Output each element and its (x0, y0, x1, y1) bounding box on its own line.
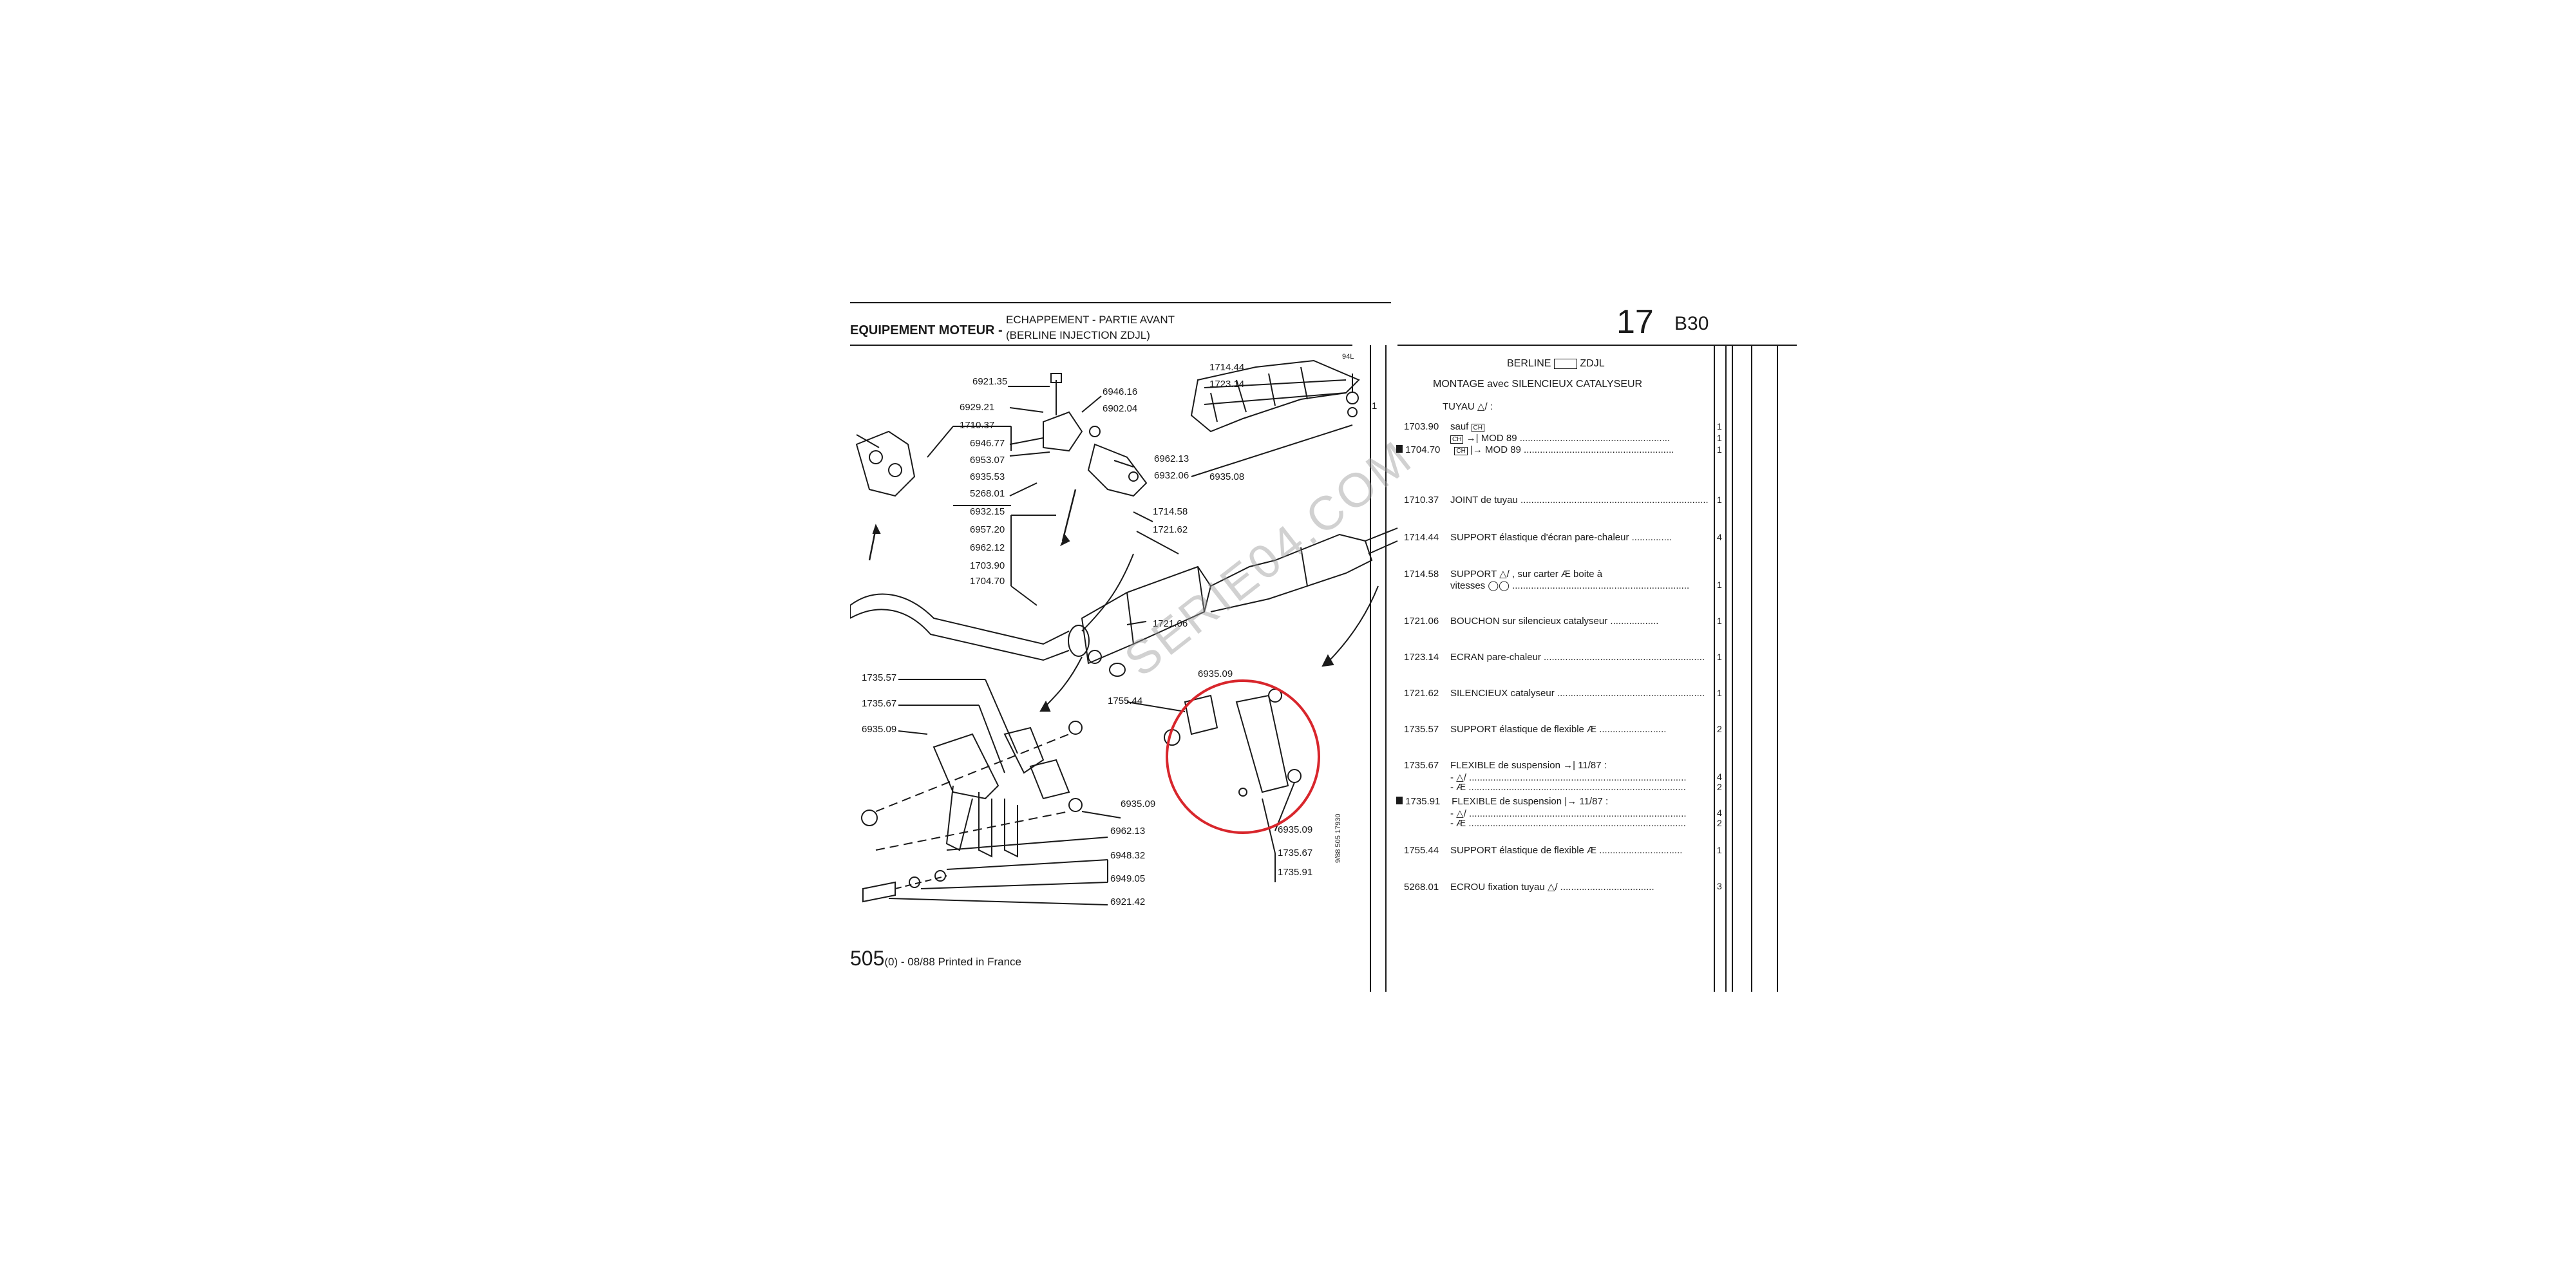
callout-label: 1704.70 (970, 576, 1005, 587)
parts-title-line1: BERLINE ZDJL (1507, 358, 1605, 369)
subtitle-line2: (BERLINE INJECTION ZDJL) (1006, 329, 1150, 341)
parts-index: 1 (1372, 401, 1378, 412)
arrow-symbol-icon: △/ (1477, 401, 1488, 412)
callout-label: 6935.09 (1278, 824, 1313, 835)
callout-label: 1755.44 (1108, 696, 1143, 706)
row-qty: 4 (1717, 808, 1722, 818)
row-qty: 1 (1717, 688, 1722, 698)
exhaust-diagram (850, 302, 1797, 992)
row-qty: 1 (1717, 433, 1722, 443)
drawing-code: 9/88 505 17930 (1334, 813, 1342, 863)
callout-label: 6962.12 (970, 542, 1005, 553)
section-code: B30 (1674, 313, 1709, 334)
callout-label: 6902.04 (1103, 403, 1138, 414)
catalog-page: EQUIPEMENT MOTEUR - ECHAPPEMENT - PARTIE… (850, 283, 1797, 992)
table-row-sub: - Æ ....................................… (1450, 818, 1686, 829)
callout-label: 1735.67 (862, 698, 897, 709)
callout-label: 6948.32 (1110, 850, 1146, 861)
revision-mark (1396, 445, 1403, 453)
callout-label: 1721.06 (1153, 618, 1188, 629)
row-qty: 1 (1717, 444, 1722, 455)
callout-label: 1721.62 (1153, 524, 1188, 535)
row-qty: 2 (1717, 782, 1722, 792)
row-qty: 4 (1717, 772, 1722, 782)
callout-label: 6946.16 (1103, 386, 1138, 397)
row-qty: 2 (1717, 818, 1722, 828)
row-qty: 1 (1717, 495, 1722, 505)
engine-symbol-icon (1553, 358, 1577, 369)
callout-label: 6929.21 (960, 402, 995, 413)
corner-code: 94L (1342, 353, 1354, 361)
row-qty: 1 (1717, 845, 1722, 855)
callout-label: 1723.14 (1209, 379, 1245, 390)
model-number: 505 (850, 947, 885, 970)
callout-label: 1735.57 (862, 672, 897, 683)
callout-label: 6935.09 (1121, 799, 1156, 810)
parts-title-line2: MONTAGE avec SILENCIEUX CATALYSEUR (1433, 379, 1643, 390)
callout-label: 6932.15 (970, 506, 1005, 517)
subtitle-line1: ECHAPPEMENT - PARTIE AVANT (1006, 314, 1175, 326)
tuyau-label: TUYAU △/ : (1443, 401, 1493, 412)
callout-label: 6921.35 (972, 376, 1008, 387)
row-qty: 1 (1717, 580, 1722, 590)
callout-label: 6935.09 (862, 724, 897, 735)
callout-label: 1703.90 (970, 560, 1005, 571)
table-row-sub: - △/ ...................................… (1450, 808, 1687, 819)
row-qty: 3 (1717, 881, 1722, 891)
callout-label: 5268.01 (970, 488, 1005, 499)
table-row-sub: - △/ ...................................… (1450, 772, 1687, 783)
callout-label: 6935.09 (1198, 668, 1233, 679)
callout-label: 6962.13 (1110, 826, 1146, 837)
callout-label: 1735.67 (1278, 848, 1313, 858)
callout-label: 6935.53 (970, 471, 1005, 482)
group-title: EQUIPEMENT MOTEUR - (850, 323, 1003, 337)
callout-label: 6962.13 (1154, 453, 1189, 464)
row-qty: 2 (1717, 724, 1722, 734)
callout-label: 1735.91 (1278, 867, 1313, 878)
callout-label: 1714.44 (1209, 362, 1245, 373)
print-info: (0) - 08/88 Printed in France (884, 956, 1021, 968)
callout-label: 6953.07 (970, 455, 1005, 466)
callout-label: 6935.08 (1209, 471, 1245, 482)
callout-label: 6957.20 (970, 524, 1005, 535)
row-qty: 1 (1717, 652, 1722, 662)
callout-label: 6921.42 (1110, 896, 1146, 907)
callout-label: 6949.05 (1110, 873, 1146, 884)
table-row: CH →| MOD 89 ...........................… (1450, 433, 1670, 444)
callout-label: 1710.37 (960, 420, 995, 431)
page-number: 17 (1616, 303, 1654, 341)
revision-mark (1396, 797, 1403, 804)
callout-label: 6932.06 (1154, 470, 1189, 481)
callout-label: 1714.58 (1153, 506, 1188, 517)
callout-label: 6946.77 (970, 438, 1005, 449)
row-qty: 4 (1717, 532, 1722, 542)
row-qty: 1 (1717, 421, 1722, 431)
table-row: 1704.70 CH |→ MOD 89 ...................… (1396, 444, 1674, 455)
table-row-cont: vitesses ◯◯ ............................… (1450, 580, 1690, 591)
footer: 505(0) - 08/88 Printed in France (850, 947, 1021, 971)
row-qty: 1 (1717, 616, 1722, 626)
table-row-sub: - Æ ....................................… (1450, 782, 1686, 793)
